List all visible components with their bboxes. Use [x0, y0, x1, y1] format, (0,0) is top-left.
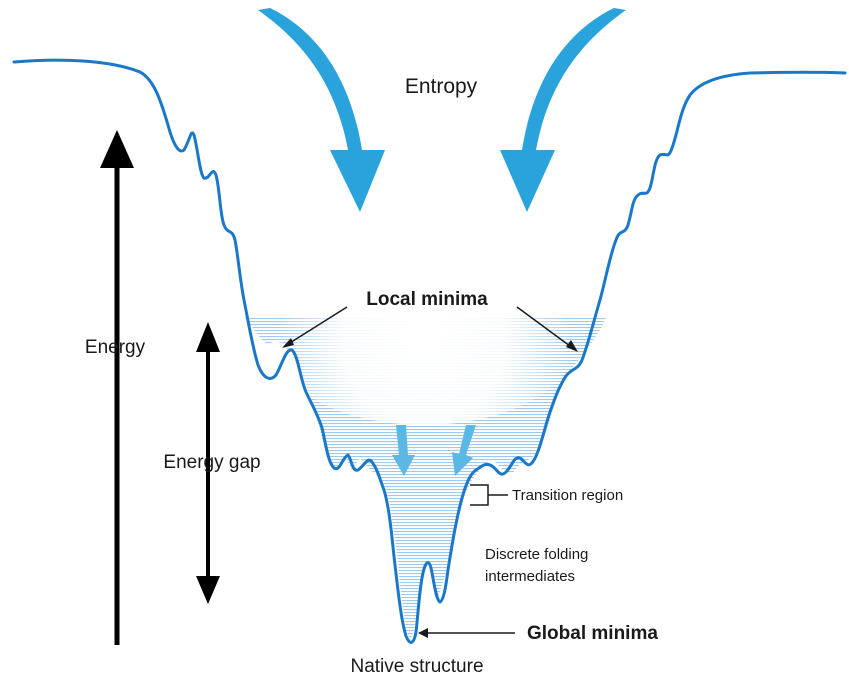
- entropy-arrowhead-left: [330, 150, 385, 212]
- global-minima-pointer-tip: [418, 628, 428, 638]
- native-structure-label: Native structure: [350, 656, 483, 677]
- entropy-arrow-right: [522, 8, 626, 150]
- energy-label: Energy: [85, 337, 146, 358]
- local-minima-label: Local minima: [366, 289, 488, 310]
- entropy-arrow-left: [258, 8, 362, 150]
- discrete-folding-label-line2: intermediates: [485, 568, 575, 585]
- energy-gap-label: Energy gap: [163, 452, 260, 473]
- entropy-arrowhead-right: [500, 150, 555, 212]
- transition-region-label: Transition region: [512, 487, 623, 504]
- energy-axis-arrowhead: [100, 130, 134, 168]
- discrete-folding-label-line1: Discrete folding: [485, 546, 588, 563]
- global-minima-label: Global minima: [527, 623, 658, 644]
- energy-gap-arrowhead-top: [196, 322, 220, 352]
- energy-gap-arrowhead-bottom: [196, 576, 220, 604]
- transition-region-bracket: [470, 485, 488, 505]
- entropy-label: Entropy: [405, 75, 478, 98]
